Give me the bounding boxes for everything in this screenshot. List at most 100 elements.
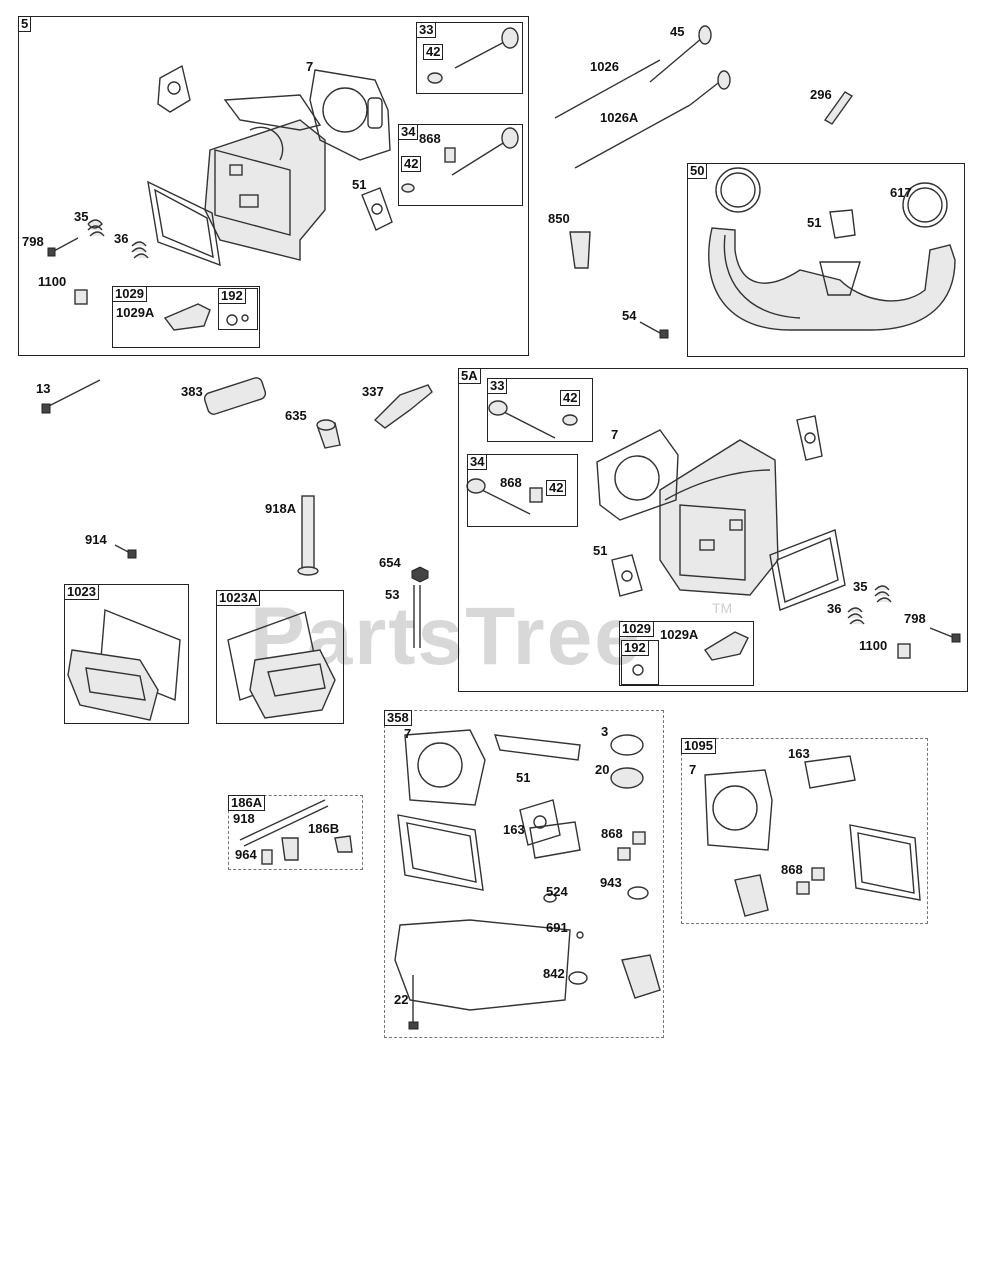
group-tag-1029-5A: 1029	[619, 621, 654, 637]
group-box-192-5A: 192	[621, 640, 659, 685]
group-tag-192: 192	[218, 288, 246, 304]
group-box-186A: 186A	[228, 795, 363, 870]
callout-1100: 1100	[38, 274, 67, 289]
push-rods	[554, 25, 731, 169]
callout-842: 842	[543, 966, 565, 981]
nut-654	[411, 566, 429, 583]
callout-918A: 918A	[265, 501, 297, 516]
callout-868-1095: 868	[781, 862, 803, 877]
callout-7-5A: 7	[611, 427, 619, 442]
stud-53	[413, 585, 421, 648]
callout-36-5A: 36	[827, 601, 842, 616]
exhaust-gasket-5A	[611, 554, 643, 597]
spark-plug-337	[373, 384, 433, 429]
callout-7-358: 7	[404, 726, 412, 741]
group-tag-34-5A: 34	[467, 454, 488, 470]
callout-1029A: 1029A	[116, 305, 155, 320]
callout-3: 3	[601, 724, 609, 739]
valves-5	[401, 27, 519, 193]
head-gasket-illustration	[309, 69, 391, 161]
group-tag-1023A: 1023A	[216, 590, 261, 606]
callout-36: 36	[114, 231, 129, 246]
callout-296: 296	[810, 87, 832, 102]
valve-cover-1023A	[227, 611, 336, 719]
callout-691: 691	[546, 920, 568, 935]
group-tag-1029: 1029	[112, 286, 147, 302]
group-tag-33: 33	[416, 22, 437, 38]
trademark: TM	[712, 600, 733, 616]
callout-53: 53	[385, 587, 400, 602]
group-box-1023A: 1023A	[216, 590, 344, 724]
valves-5A	[466, 400, 578, 515]
callout-42-5A-b: 42	[546, 480, 567, 496]
intake-gasket-5A	[796, 415, 823, 461]
intake-gasket-illustration	[157, 64, 191, 113]
callout-54: 54	[622, 308, 637, 323]
group-box-192: 192	[218, 288, 258, 330]
callout-868-5A: 868	[500, 475, 522, 490]
group-box-1029: 1029	[112, 286, 260, 348]
callout-943: 943	[600, 875, 622, 890]
callout-798-5A: 798	[904, 611, 926, 626]
callout-42-5A: 42	[560, 390, 581, 406]
callout-42-b: 42	[401, 156, 422, 172]
group-box-33-5A: 33	[487, 378, 593, 442]
bolt-914	[114, 544, 137, 559]
group-box-5: 5	[18, 16, 529, 356]
hardware-5A	[847, 585, 961, 659]
valve-cover-gasket-illustration	[147, 180, 221, 267]
group-box-34-5A: 34	[467, 454, 578, 527]
exhaust-gasket-5-illustration	[361, 187, 393, 231]
intake-manifold-illustration	[708, 167, 956, 331]
callout-7: 7	[306, 59, 314, 74]
group-tag-33-5A: 33	[487, 378, 508, 394]
group-tag-192-5A: 192	[621, 640, 649, 656]
callout-1100-5A: 1100	[859, 638, 888, 653]
bolt-54	[639, 321, 669, 339]
callout-524: 524	[546, 884, 568, 899]
callout-35: 35	[74, 209, 89, 224]
callout-51: 51	[352, 177, 367, 192]
callout-51-358: 51	[516, 770, 531, 785]
hose-kit-186A	[239, 799, 353, 865]
small-hardware-5	[47, 219, 149, 305]
callout-51-5A: 51	[593, 543, 608, 558]
callout-383: 383	[181, 384, 203, 399]
callout-163-358: 163	[503, 822, 525, 837]
group-box-33: 33	[416, 22, 523, 94]
callout-22: 22	[394, 992, 409, 1007]
elbow-635	[316, 419, 341, 449]
callout-617: 617	[890, 185, 912, 200]
group-tag-50: 50	[687, 163, 708, 179]
group-tag-5: 5	[18, 16, 32, 32]
bolt-13	[41, 379, 101, 414]
callout-850: 850	[548, 211, 570, 226]
solenoid-383	[203, 377, 267, 415]
group-box-1029-5A: 1029	[619, 621, 754, 686]
callout-914: 914	[85, 532, 107, 547]
group-tag-34: 34	[398, 124, 419, 140]
rocker-arm-5A	[632, 631, 749, 676]
group-tag-358: 358	[384, 710, 412, 726]
group-tag-186A: 186A	[228, 795, 266, 811]
callout-186B: 186B	[308, 821, 340, 836]
callout-35-5A: 35	[853, 579, 868, 594]
group-tag-1095: 1095	[681, 738, 716, 754]
callout-163-1095: 163	[788, 746, 810, 761]
callout-51-b: 51	[807, 215, 822, 230]
group-box-1095: 1095	[681, 738, 928, 924]
rocker-arm-5	[163, 303, 249, 331]
group-box-50: 50	[687, 163, 965, 357]
callout-1026: 1026	[590, 59, 619, 74]
tube-850	[569, 231, 591, 269]
callout-635: 635	[285, 408, 307, 423]
gasket-set-358	[394, 729, 661, 1030]
callout-964: 964	[235, 847, 257, 862]
cylinder-head-5A-illustration	[659, 439, 779, 596]
callout-918: 918	[233, 811, 255, 826]
callout-337: 337	[362, 384, 384, 399]
valve-cover-1023	[67, 608, 181, 721]
callout-868-358: 868	[601, 826, 623, 841]
